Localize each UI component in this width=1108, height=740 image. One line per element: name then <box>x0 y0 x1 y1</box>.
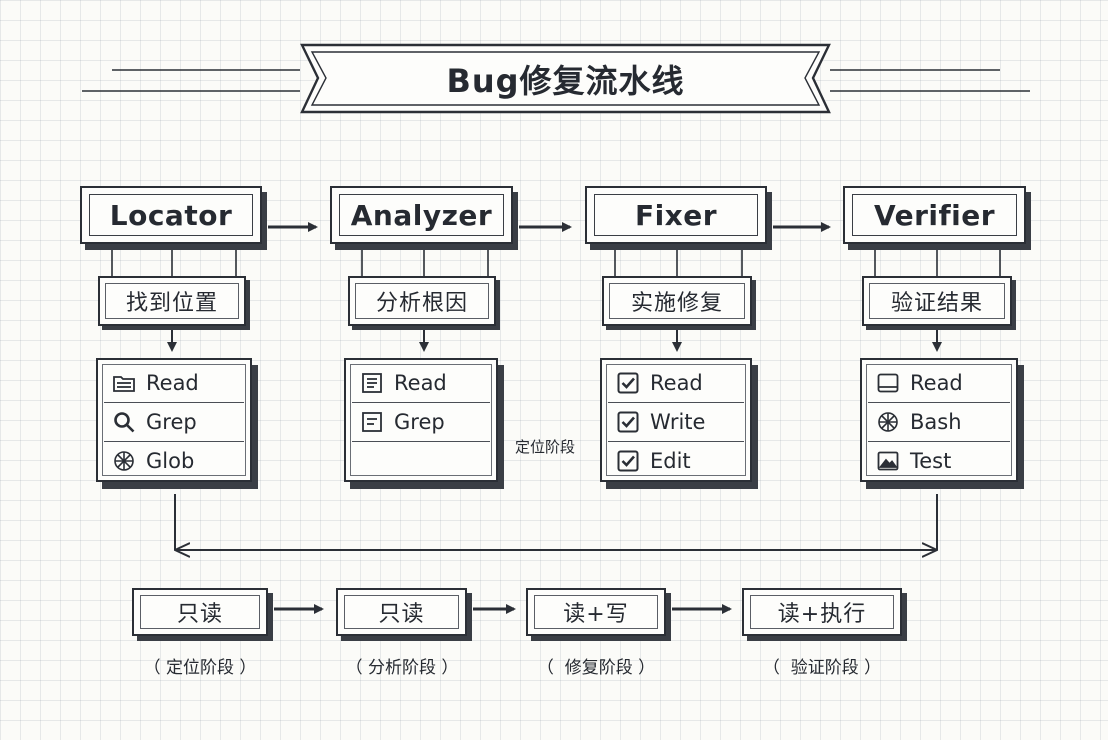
document-icon <box>362 412 382 432</box>
floating-phase-note: 定位阶段 <box>515 438 576 456</box>
globe-icon <box>114 451 134 471</box>
tool-label: Grep <box>146 410 197 434</box>
permission-label: 只读 <box>176 602 223 627</box>
tool-label: Read <box>394 371 447 395</box>
globe-icon <box>878 412 898 432</box>
document-icon <box>362 373 382 393</box>
tool-row: Read <box>352 364 490 403</box>
phase-caption: （ 定位阶段 ） <box>143 658 257 678</box>
tool-label: Bash <box>910 410 962 434</box>
role-tools-arrows <box>167 328 942 352</box>
role-text: 验证结果 <box>890 291 983 316</box>
tool-row: Grep <box>104 403 244 442</box>
tool-row: Write <box>608 403 744 442</box>
permission-label: 只读 <box>378 602 425 627</box>
checkbox-icon <box>617 372 639 394</box>
folder-icon <box>113 376 135 392</box>
role-text: 找到位置 <box>125 291 218 316</box>
tool-label: Edit <box>650 449 691 473</box>
phase-caption: （ 验证阶段 ） <box>762 658 882 678</box>
terminal-icon <box>877 373 899 393</box>
magnifier-icon <box>114 412 135 433</box>
tool-row: Read <box>104 364 244 403</box>
tool-label: Read <box>910 371 963 395</box>
header-role-connectors <box>111 248 1001 276</box>
tool-panel-fixer: Read Write Edit <box>600 358 752 482</box>
agent-name: Locator <box>109 198 233 232</box>
permission-box-fixer: 读+写 <box>526 588 666 636</box>
agent-header-analyzer: Analyzer <box>330 186 513 244</box>
page-title: Bug修复流水线 <box>446 61 685 100</box>
checkbox-icon <box>617 450 639 472</box>
tool-panel-analyzer: Read Grep <box>344 358 498 482</box>
tool-label: Read <box>650 371 703 395</box>
phase-caption: （ 分析阶段 ） <box>345 658 459 678</box>
agent-name: Analyzer <box>350 198 493 232</box>
tool-row: Read <box>608 364 744 403</box>
agent-header-fixer: Fixer <box>585 186 767 244</box>
tool-label: Read <box>146 371 199 395</box>
title-banner: Bug修复流水线 <box>302 45 829 112</box>
tool-row: Grep <box>352 403 490 442</box>
role-label-locator: 找到位置 <box>98 276 246 326</box>
role-text: 实施修复 <box>630 291 723 316</box>
checkbox-icon <box>617 411 639 433</box>
agent-name: Fixer <box>634 198 718 232</box>
role-text: 分析根因 <box>375 291 468 316</box>
tool-label: Test <box>910 449 952 473</box>
role-label-analyzer: 分析根因 <box>348 276 496 326</box>
permission-box-analyzer: 只读 <box>336 588 467 636</box>
permission-label: 读+写 <box>563 602 629 627</box>
image-icon <box>877 451 899 471</box>
tool-row: Edit <box>608 442 744 480</box>
permission-box-locator: 只读 <box>132 588 268 636</box>
tool-label: Glob <box>146 449 195 473</box>
tool-row: Read <box>868 364 1010 403</box>
tool-row: Test <box>868 442 1010 480</box>
phase-caption: （ 修复阶段 ） <box>536 658 656 678</box>
tool-panel-verifier: Read Bash Test <box>860 358 1018 482</box>
span-double-arrow <box>174 494 938 550</box>
tool-label: Write <box>650 410 706 434</box>
permission-label: 读+执行 <box>777 602 867 627</box>
agent-name: Verifier <box>873 198 996 232</box>
role-label-verifier: 验证结果 <box>862 276 1012 326</box>
agent-header-verifier: Verifier <box>843 186 1026 244</box>
tool-row: Glob <box>104 442 244 480</box>
tool-row-empty <box>352 442 490 480</box>
tool-label: Grep <box>394 410 445 434</box>
agent-header-locator: Locator <box>80 186 262 244</box>
tool-panel-locator: Read Grep Glob <box>96 358 252 482</box>
role-label-fixer: 实施修复 <box>602 276 752 326</box>
tool-row: Bash <box>868 403 1010 442</box>
permission-box-verifier: 读+执行 <box>742 588 902 636</box>
